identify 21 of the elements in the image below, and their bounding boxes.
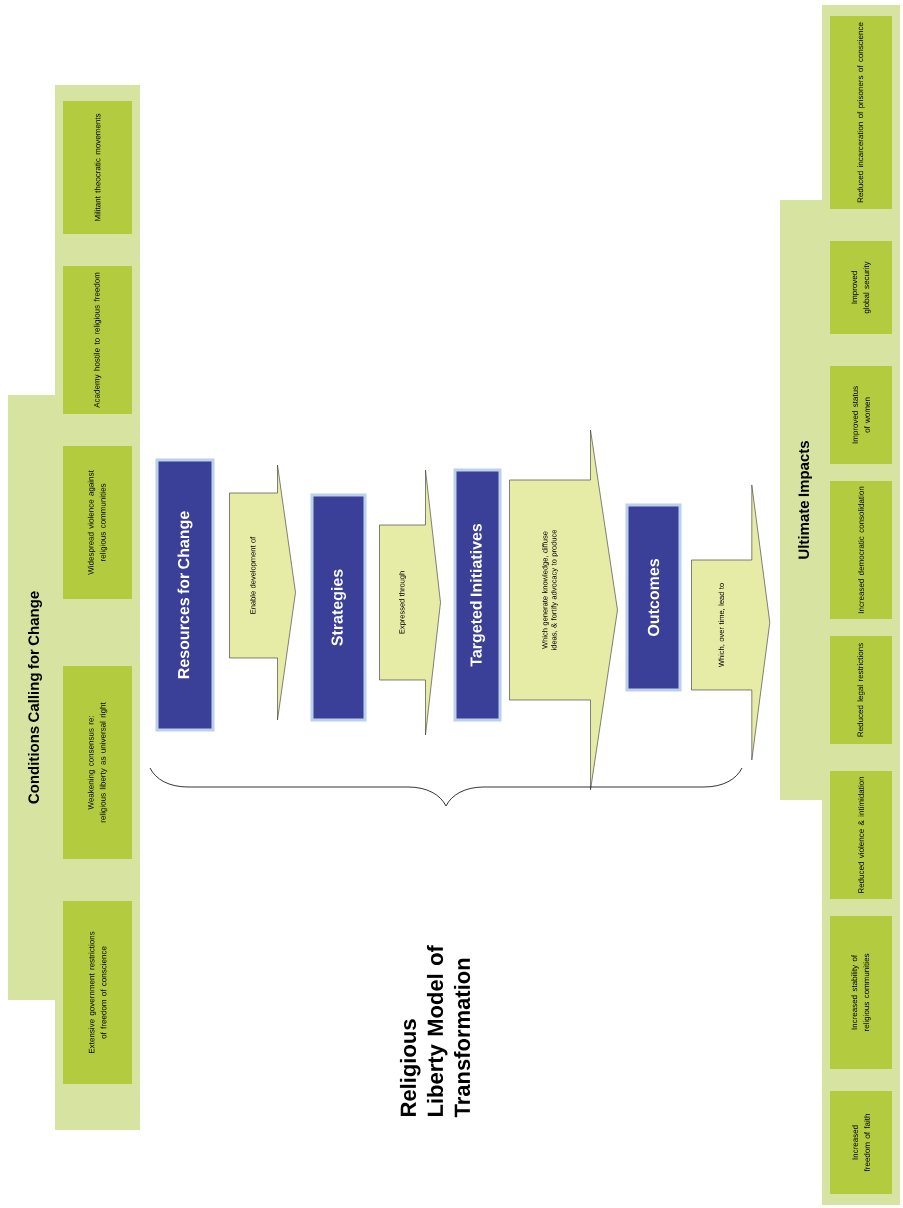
impact-box: Reduced legal restrictions xyxy=(828,634,894,746)
impact-box: Improved global security xyxy=(828,239,894,336)
condition-box: Weakening consensus re: religious liberty as universal right xyxy=(61,664,134,861)
impact-box: Reduced incarceration of prisoners of conscience xyxy=(828,14,894,211)
impact-box: Reduced violence & intimidation xyxy=(828,769,894,901)
block-arrow xyxy=(691,484,771,761)
impact-box: Increased freedom of faith xyxy=(828,1089,894,1196)
condition-box: Widespread violence against religious communities xyxy=(61,444,134,601)
stage-box: Outcomes xyxy=(625,503,682,692)
condition-box: Academy hostile to religious freedom xyxy=(61,264,134,416)
stage-box: Resources for Change xyxy=(155,458,215,732)
impact-box: Increased stability of religious communities xyxy=(828,914,894,1071)
impact-box: Improved status of women xyxy=(828,364,894,466)
node-label: Ultimate Impacts xyxy=(798,441,812,559)
stage-box: Targeted Initiatives xyxy=(453,468,502,722)
model-title: Religious Liberty Model of Transformation xyxy=(399,945,471,1118)
condition-box: Extensive government restrictions of freedom of conscience xyxy=(61,899,134,1086)
node-label: Conditions Calling for Change xyxy=(27,591,43,804)
impact-box: Increased democratic consolidation xyxy=(828,479,894,621)
stage-box: Strategies xyxy=(310,493,367,722)
condition-box: Militant theocratic movements xyxy=(61,99,134,236)
